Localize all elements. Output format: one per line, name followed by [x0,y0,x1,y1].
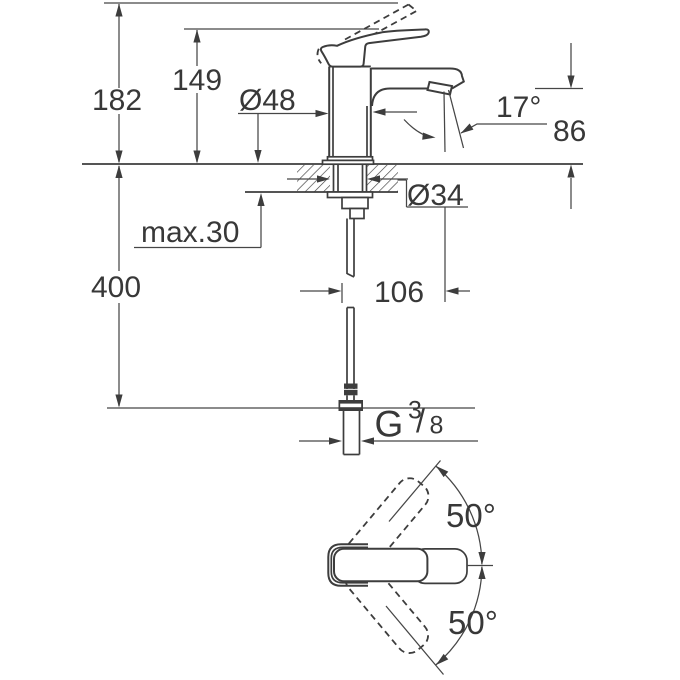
dim-projection: 106 [300,276,470,309]
base-flange-bottom [321,159,375,166]
shank-reducer [349,207,365,220]
dim-hole-diameter: Ø34 [287,175,468,302]
lever-handle [319,28,430,68]
dim-thread: G 3 / 8 [299,397,478,445]
dim-lever-height: 149 [172,29,222,164]
dim-mounting-thickness: max.30 [134,114,265,249]
dim-400-label: 400 [91,271,141,304]
dim-supply-length: 400 [91,165,141,408]
dim-body-diameter: Ø48 [238,84,417,118]
handle-top-view: 50° 50° [327,460,498,675]
dim-total-height: 182 [92,3,142,164]
aerator [426,80,454,96]
dim-spout-angle: 17° [403,91,547,140]
hose-crimp-lower [344,389,358,396]
dim-17-label: 17° [496,91,541,124]
swivel-diagonal-lower [385,605,444,675]
thread-denominator-label: 8 [430,412,444,440]
dim-149-label: 149 [172,64,222,97]
faucet-side-view [316,3,465,456]
dim-048-label: Ø48 [239,84,296,117]
dim-182-label: 182 [92,84,142,117]
swivel-lower-label: 50° [448,604,498,641]
mounting-shank [326,164,374,220]
dim-max30-label: max.30 [141,216,239,249]
thread-prefix-label: G [375,404,404,445]
stream-angle-line [447,89,465,149]
dim-034-label: Ø34 [407,179,464,212]
mounting-nut [341,196,369,210]
faucet-body [328,65,372,157]
deck-hatching [297,164,398,192]
swivel-upper-label: 50° [446,497,496,534]
thread-numerator-label: 3 [408,397,422,425]
hose-crimp-upper [344,383,358,389]
lever-cap-outer [327,543,368,587]
faucet-spout [370,67,465,153]
thread-slash-label: / [416,403,425,439]
dim-106-label: 106 [374,276,424,309]
swivel-diagonal-upper [388,460,441,522]
lever-blade-top-view [333,547,429,583]
stream-plumb-line [443,91,446,153]
supply-hose [338,218,363,456]
lever-cap-inner [330,546,368,584]
dim-spout-height: 86 [535,43,586,209]
dim-86-label: 86 [553,115,586,148]
